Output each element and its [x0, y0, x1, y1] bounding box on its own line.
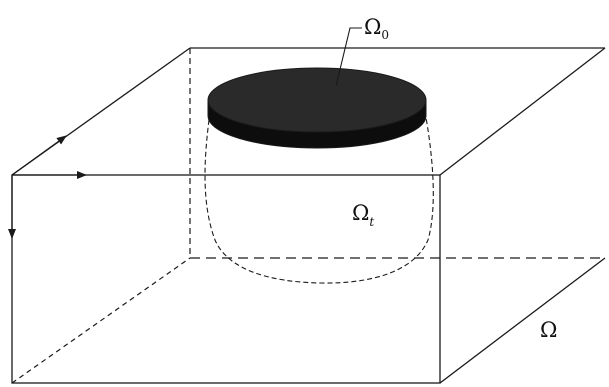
box-top-right-depth-edge	[439, 47, 606, 176]
box-front-rect	[11, 174, 441, 384]
omega-t-label: Ωt	[352, 201, 374, 229]
axis-z-arrow	[11, 135, 67, 176]
disk-top	[207, 67, 427, 133]
box-bottom-right-depth-edge	[439, 257, 606, 384]
omega-0-label: Ω0	[364, 15, 389, 42]
omega-0-disk	[207, 67, 427, 149]
box-bottom-left-depth-hidden	[11, 257, 191, 384]
omega-0-leader-line	[335, 27, 362, 87]
axes	[8, 135, 87, 239]
omega-label: Ω	[540, 318, 557, 342]
omega-t-region-outline	[204, 111, 434, 284]
box-back-face	[11, 47, 605, 384]
